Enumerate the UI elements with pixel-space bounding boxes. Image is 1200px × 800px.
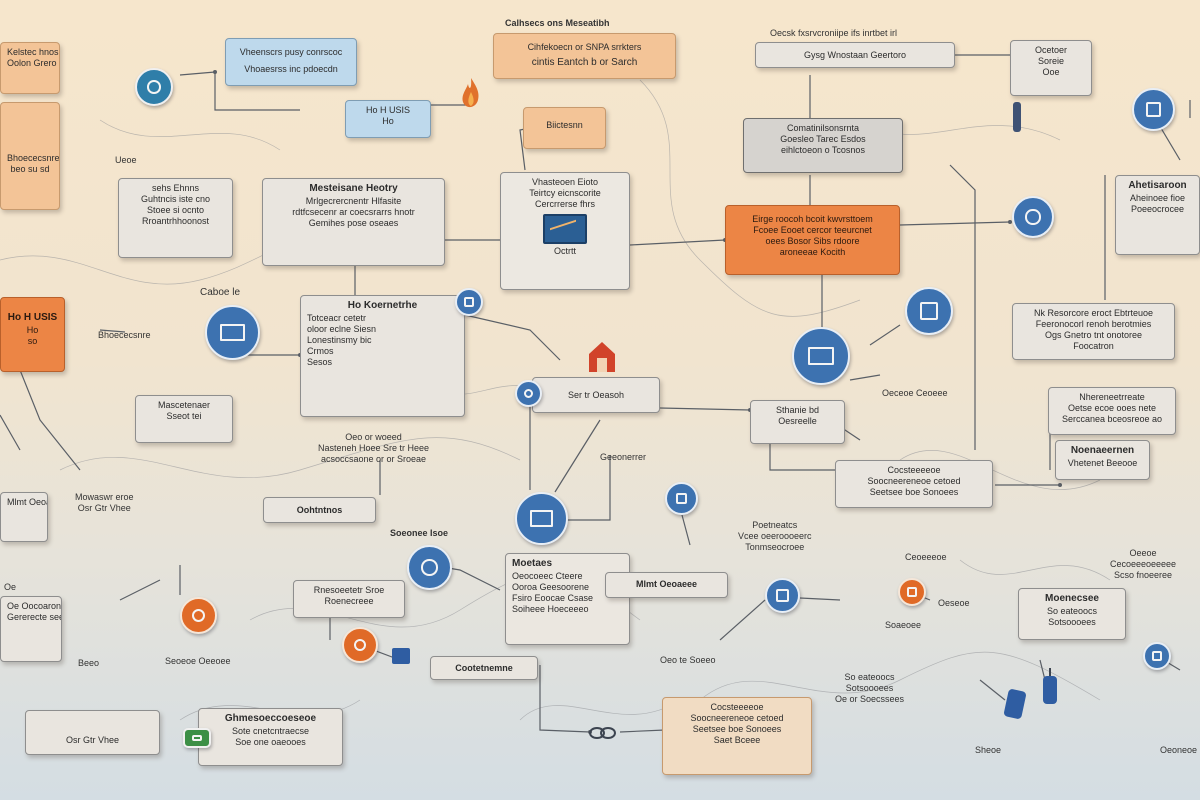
network-icon[interactable] [515, 380, 542, 407]
node-blue-small[interactable]: Ho H USIS Ho [345, 100, 431, 138]
flame-icon [460, 76, 482, 112]
node-oohtntnos[interactable]: Oohtntnos [263, 497, 376, 523]
chain-icon [588, 724, 618, 742]
node-top-right-bar[interactable]: Gysg Wnostaan Geertoro [755, 42, 955, 68]
label-caboe: Caboe le [200, 287, 241, 298]
mountain-icon[interactable] [665, 482, 698, 515]
plug-icon [388, 645, 414, 667]
node-peach-center[interactable]: Biictesnn [523, 107, 606, 149]
node-center-small[interactable]: Sthanie bd Oesreelle [750, 400, 845, 444]
node-right-mid-2[interactable]: Nhereneetrreate Oetse ecoe ooes nete Ser… [1048, 387, 1176, 435]
monitor-icon[interactable] [792, 327, 850, 385]
label-beeo: Beeo [78, 658, 100, 668]
node-bottom-left[interactable]: Osr Gtr Vhee [25, 710, 160, 755]
node-bottom-peach[interactable]: Cocsteeeeoe Soocneereneoe cetoed Seetsee… [662, 697, 812, 775]
node-left-edge[interactable]: Mlmt Oeoaeee [0, 492, 48, 542]
label-center-text: Oeo or woeed Nasteneh Hoee Sre tr Heee a… [318, 432, 430, 464]
node-center-low-left[interactable]: Rnesoeetetr Sroe Roenecreee [293, 580, 405, 618]
alert-icon[interactable] [342, 627, 378, 663]
pin-icon [1003, 688, 1027, 720]
plug-icon[interactable] [455, 288, 483, 316]
node-right-lower[interactable]: Noenaeernen Vhetenet Beeooe [1055, 440, 1150, 480]
node-left-peach-2[interactable]: Bhoececsnre beo su sd [0, 102, 60, 210]
node-center-right[interactable]: Cocsteeeeoe Soocneereneoe cetoed Seetsee… [835, 460, 993, 508]
node-orange-left[interactable]: Ho H USIS Ho so [0, 297, 65, 372]
node-bottom-center-bar[interactable]: Cootetnemne [430, 656, 538, 680]
node-center-bar[interactable]: Ser tr Oeasoh [532, 377, 660, 413]
label-top-center: Calhsecs ons Meseatibh [505, 18, 610, 28]
document-icon[interactable] [905, 287, 953, 335]
node-center-list[interactable]: Moetaes Oeocoeec Cteere Ooroa Geesoorene… [505, 553, 630, 645]
label-top-right: Oecsk fxsrvcroniipe ifs inrtbet irl [770, 28, 898, 38]
label-oeo-te: Oeo te Soeeo [660, 655, 716, 665]
pin-icon [1040, 668, 1060, 706]
label-left-mid: Bhoececsnre [98, 330, 151, 340]
node-center-image[interactable]: Vhasteoen Eioto Teirtcy eicnscorite Cerc… [500, 172, 630, 290]
node-center-mid-bar[interactable]: Mlmt Oeoaeee [605, 572, 728, 598]
label-bottom-right: So eateoocs Sotsoooees Oe or Soecssees [835, 672, 905, 704]
gear-icon[interactable] [1012, 196, 1054, 238]
label-ueoe: Ueoe [115, 155, 137, 165]
node-orange-center[interactable]: Eirge roocoh bcoit kwvrsttoem Fcoee Eooe… [725, 205, 900, 275]
node-right-low[interactable]: Moenecsee So eateoocs Sotsoooees [1018, 588, 1126, 640]
node-left-low[interactable]: Oe Oocoaronaen Gererecte sees [0, 596, 62, 662]
node-mesteisane[interactable]: Mesteisane Heotry Mrlgecrercnentr Hlfasi… [262, 178, 445, 266]
battery-icon[interactable] [183, 728, 211, 748]
chart-icon[interactable] [515, 492, 568, 545]
node-left-lower[interactable]: Mascetenaer Sseot tei [135, 395, 233, 443]
chart-icon [543, 214, 587, 244]
folder-icon[interactable] [765, 578, 800, 613]
label-soaeoee: Soaeoee [885, 620, 922, 630]
label-oe: Oe [4, 582, 17, 592]
cloud-icon[interactable] [135, 68, 173, 106]
node-orange-top-center[interactable]: Cihfekoecn or SNPA srrkters cintis Eantc… [493, 33, 676, 79]
label-seoeoe: Seoeoe Oeeoee [165, 656, 231, 666]
label-center-block: Poetneatcs Vcee oeeroooeerc Tonmseocroee [738, 520, 812, 552]
node-top-right-small[interactable]: Ocetoer Soreie Ooe [1010, 40, 1092, 96]
node-blue-top[interactable]: Vheenscrs pusy conrscoc Vhoaesrss inc pd… [225, 38, 357, 86]
node-bottom-mid[interactable]: Ghmesoeccoeseoe Sote cnetcntraecse Soe o… [198, 708, 343, 766]
flag-icon[interactable] [898, 578, 926, 606]
node-left-mid[interactable]: sehs Ehnns Guhtncis iste cno Stoee si oc… [118, 178, 233, 258]
label-oeoneoe: Oeoneoe [1160, 745, 1198, 755]
label-geeonerrer: Geeonerrer [600, 452, 647, 462]
node-top-left-peach[interactable]: Kelstec hnos Oolon Grero [0, 42, 60, 94]
house-icon[interactable] [1132, 88, 1175, 131]
clip-icon [1010, 100, 1024, 134]
label-left-low: Mowaswr eroe Osr Gtr Vhee [75, 492, 134, 513]
monitor-icon[interactable] [205, 305, 260, 360]
node-right-mid[interactable]: Nk Resorcore eroct Ebtrteuoe Feeronocorl… [1012, 303, 1175, 360]
node-center-top[interactable]: Comatinilsonsrnta Goesleo Tarec Esdos ei… [743, 118, 903, 173]
node-right-top[interactable]: Ahetisaroon Aheinoee fioe Poeeocrocee [1115, 175, 1200, 255]
house-icon [585, 338, 619, 374]
label-oeceoe: Oeceoe Ceoeee [882, 388, 948, 398]
node-center-left[interactable]: Ho Koernetrhe Totceacr cetetr oloor ecln… [300, 295, 465, 417]
label-ceoeeeoe: Ceoeeeoe [905, 552, 947, 562]
label-sheoe: Sheoe [975, 745, 1002, 755]
key-icon[interactable] [180, 597, 217, 634]
label-soeonee: Soeonee Isoe [390, 528, 449, 538]
label-right-edge: Oeeoe Cecoeeeoeeeee Scso fnoeeree [1110, 548, 1177, 580]
label-oeseoe: Oeseoe [938, 598, 970, 608]
search-icon[interactable] [407, 545, 452, 590]
lock-icon[interactable] [1143, 642, 1171, 670]
